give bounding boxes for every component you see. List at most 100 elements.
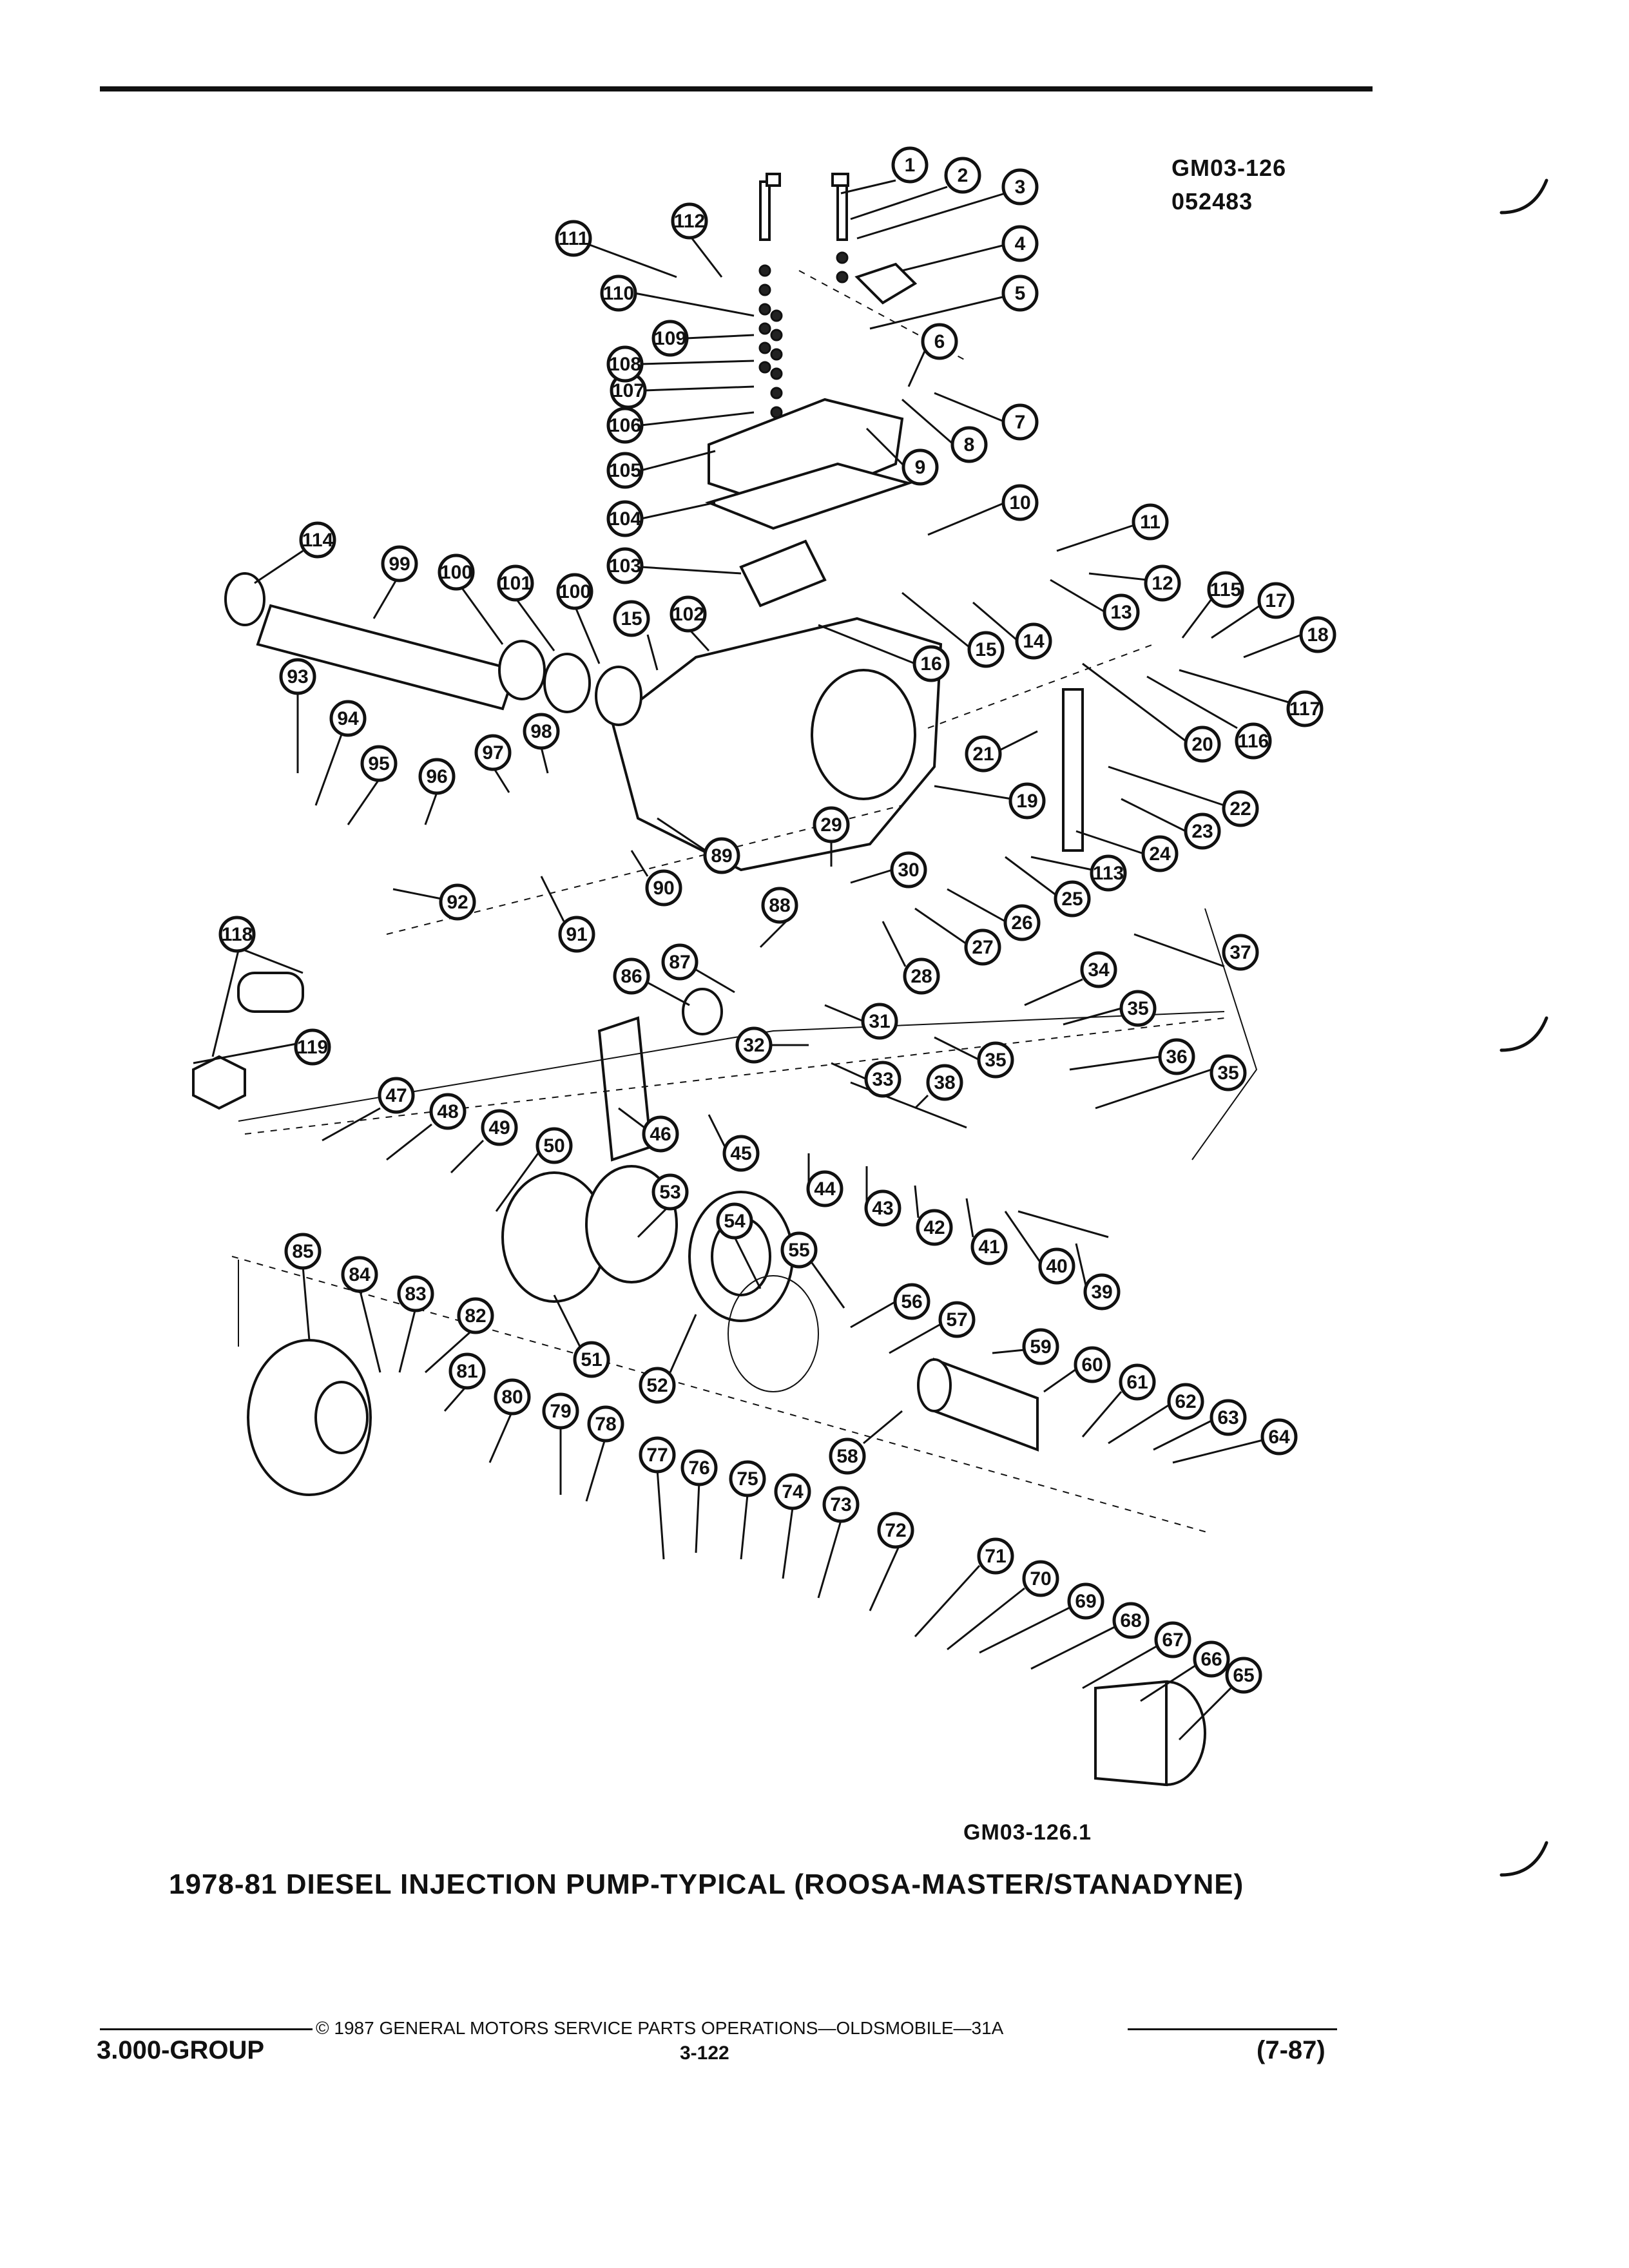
svg-text:119: 119 <box>297 1037 328 1058</box>
svg-text:46: 46 <box>650 1124 671 1145</box>
svg-text:65: 65 <box>1233 1665 1254 1686</box>
callout-102: 102 <box>670 595 710 652</box>
callout-67: 67 <box>1082 1621 1191 1689</box>
svg-text:109: 109 <box>654 328 686 349</box>
svg-text:87: 87 <box>669 952 690 973</box>
callout-96: 96 <box>418 758 456 825</box>
svg-text:92: 92 <box>447 892 468 913</box>
callout-68: 68 <box>1030 1602 1150 1670</box>
svg-text:89: 89 <box>711 845 732 867</box>
callout-114: 114 <box>254 521 336 584</box>
callout-104: 104 <box>606 500 716 537</box>
callout-113: 113 <box>1030 854 1127 892</box>
svg-text:22: 22 <box>1229 798 1251 820</box>
callout-54: 54 <box>716 1202 762 1289</box>
callout-56: 56 <box>850 1283 930 1329</box>
svg-text:91: 91 <box>566 924 587 945</box>
figure-date-code: 052483 <box>1171 188 1253 215</box>
figure-code: GM03-126 <box>1171 155 1287 181</box>
callout-99: 99 <box>372 545 418 619</box>
callout-15a: 15 <box>613 600 659 671</box>
svg-text:3: 3 <box>1015 177 1026 198</box>
callout-97: 97 <box>474 734 512 793</box>
footer-rule <box>100 2028 313 2030</box>
callout-18: 18 <box>1243 616 1336 658</box>
svg-text:105: 105 <box>609 460 641 481</box>
callout-111: 111 <box>555 220 677 278</box>
callout-87: 87 <box>661 943 735 994</box>
svg-text:15: 15 <box>975 639 996 660</box>
assembly-frame <box>238 908 1258 1347</box>
callout-119: 119 <box>193 1028 331 1066</box>
callout-73: 73 <box>817 1486 860 1599</box>
callout-16: 16 <box>818 624 950 682</box>
callout-100a: 100 <box>438 553 504 645</box>
callout-71: 71 <box>914 1537 1014 1638</box>
callout-23: 23 <box>1121 798 1221 850</box>
top-rule <box>100 86 1373 91</box>
callout-11: 11 <box>1056 503 1169 552</box>
callout-51: 51 <box>553 1294 610 1378</box>
svg-text:108: 108 <box>609 354 641 375</box>
svg-text:44: 44 <box>814 1178 836 1200</box>
callout-77: 77 <box>639 1436 676 1560</box>
callout-94: 94 <box>314 700 367 806</box>
svg-text:9: 9 <box>915 457 926 478</box>
callout-43: 43 <box>864 1166 901 1227</box>
copyright-notice: © 1987 GENERAL MOTORS SERVICE PARTS OPER… <box>316 2018 1004 2038</box>
svg-text:57: 57 <box>946 1309 967 1331</box>
callout-31: 31 <box>824 1003 898 1040</box>
callout-80: 80 <box>488 1378 531 1463</box>
svg-text:94: 94 <box>337 708 359 729</box>
callout-72: 72 <box>869 1512 914 1611</box>
svg-text:10: 10 <box>1009 492 1030 514</box>
svg-text:77: 77 <box>646 1445 668 1466</box>
svg-text:31: 31 <box>869 1011 890 1032</box>
callout-61: 61 <box>1081 1363 1156 1437</box>
callout-layer: 1 2 3 4 5 6 7 8 9 10 11 12 13 14 15 15 1… <box>193 146 1336 1741</box>
figure-number: GM03-126.1 <box>963 1820 1092 1845</box>
svg-text:53: 53 <box>659 1182 680 1203</box>
callout-107: 107 <box>610 372 755 409</box>
svg-text:50: 50 <box>543 1135 564 1157</box>
svg-text:59: 59 <box>1030 1336 1051 1358</box>
svg-text:47: 47 <box>385 1085 407 1106</box>
svg-text:66: 66 <box>1200 1649 1222 1670</box>
callout-59: 59 <box>992 1328 1059 1365</box>
svg-text:96: 96 <box>426 766 447 787</box>
svg-text:68: 68 <box>1120 1610 1141 1631</box>
page-number: 3-122 <box>680 2042 729 2064</box>
callout-5: 5 <box>869 274 1039 330</box>
svg-text:4: 4 <box>1015 233 1026 255</box>
svg-text:39: 39 <box>1091 1282 1112 1303</box>
svg-text:40: 40 <box>1046 1256 1067 1277</box>
callout-112: 112 <box>671 202 723 278</box>
svg-text:100: 100 <box>440 562 472 583</box>
callout-57: 57 <box>889 1301 976 1354</box>
svg-text:52: 52 <box>646 1375 668 1396</box>
svg-text:113: 113 <box>1093 863 1124 884</box>
callout-41: 41 <box>965 1198 1008 1265</box>
svg-text:14: 14 <box>1023 631 1045 652</box>
callout-75: 75 <box>729 1460 766 1560</box>
callout-89: 89 <box>657 817 740 874</box>
callout-85: 85 <box>284 1233 322 1341</box>
callout-55: 55 <box>780 1231 845 1309</box>
callout-76: 76 <box>680 1449 718 1553</box>
callout-46: 46 <box>618 1107 679 1153</box>
callout-3: 3 <box>856 168 1039 240</box>
svg-text:11: 11 <box>1140 512 1161 533</box>
svg-text:76: 76 <box>688 1457 709 1479</box>
callout-92: 92 <box>392 883 476 921</box>
callout-32: 32 <box>735 1026 809 1064</box>
svg-text:20: 20 <box>1191 734 1213 755</box>
svg-text:13: 13 <box>1110 602 1132 623</box>
callout-7: 7 <box>934 392 1039 441</box>
svg-text:79: 79 <box>550 1401 571 1422</box>
callout-65: 65 <box>1178 1657 1262 1741</box>
svg-text:43: 43 <box>872 1198 893 1219</box>
svg-text:34: 34 <box>1088 959 1110 981</box>
figure-caption: 1978-81 DIESEL INJECTION PUMP-TYPICAL (R… <box>169 1869 1244 1900</box>
svg-text:75: 75 <box>737 1468 758 1490</box>
svg-text:81: 81 <box>456 1361 477 1382</box>
